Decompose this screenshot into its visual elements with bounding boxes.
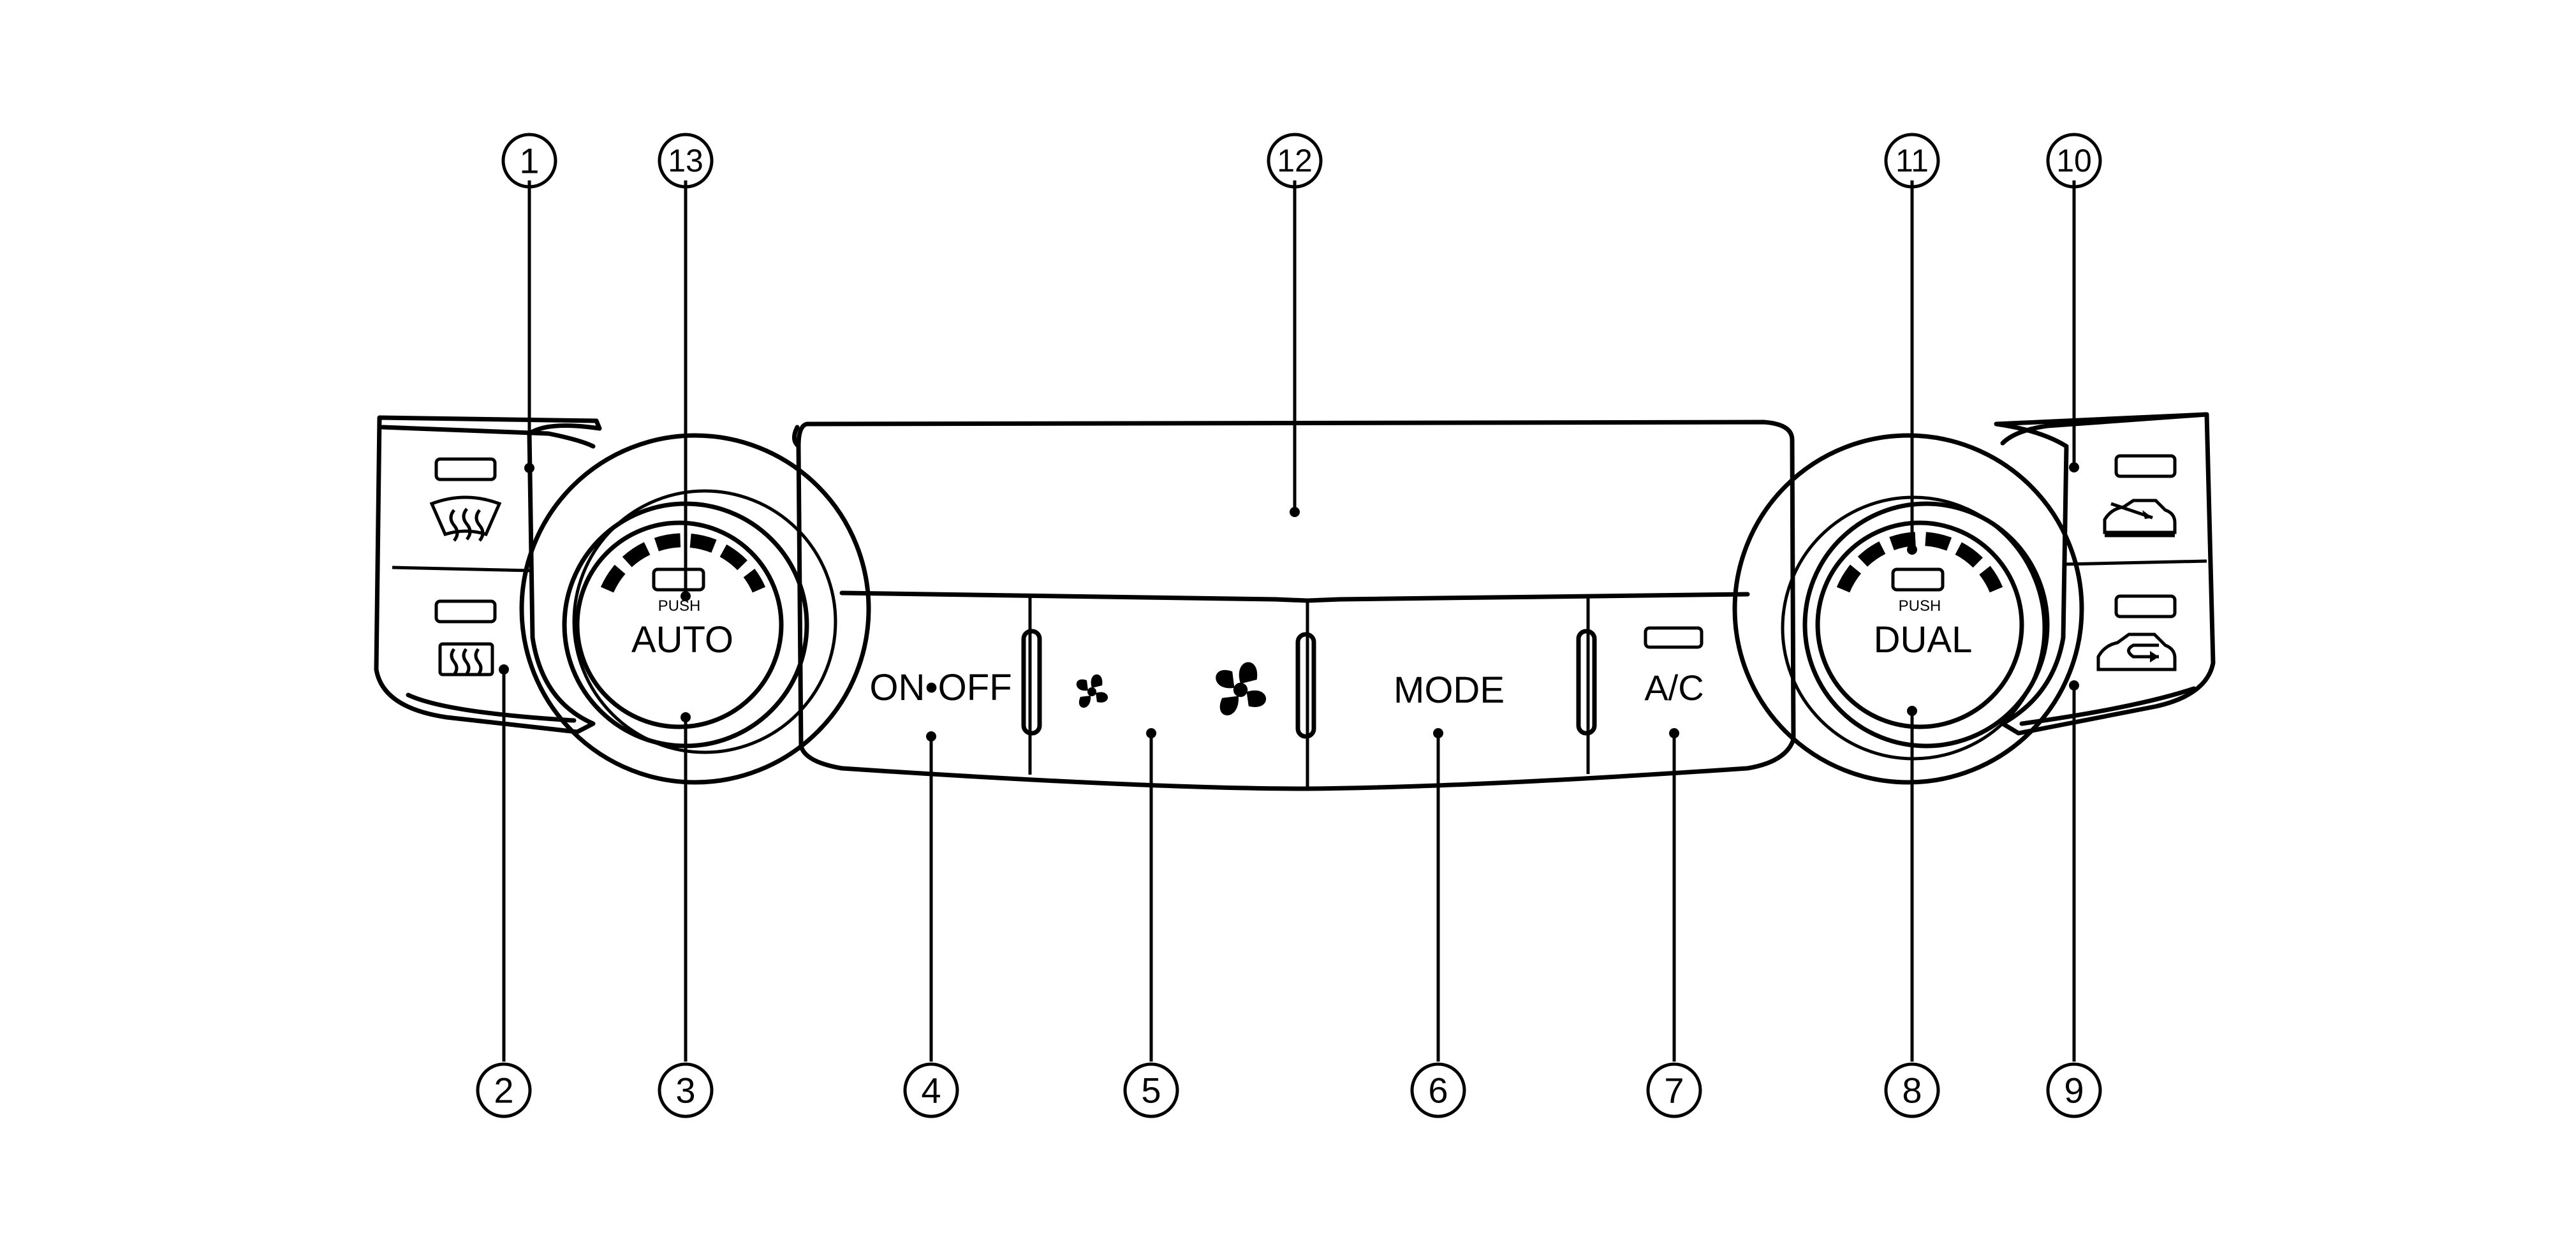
svg-text:5: 5 xyxy=(1141,1071,1161,1111)
on-off-label: ON•OFF xyxy=(869,667,1012,708)
svg-text:13: 13 xyxy=(668,143,703,179)
callout-leaders xyxy=(499,180,2079,1062)
front-defrost-indicator xyxy=(434,457,497,481)
svg-text:3: 3 xyxy=(675,1071,695,1111)
right-push-label: PUSH xyxy=(1899,597,1941,615)
dual-label: DUAL xyxy=(1874,619,1973,661)
callout-13: 13 xyxy=(658,133,714,189)
recirculation-icon[interactable] xyxy=(2096,632,2177,671)
front-defrost-icon[interactable] xyxy=(429,495,502,542)
svg-text:2: 2 xyxy=(494,1071,513,1111)
callout-8: 8 xyxy=(1884,1062,1940,1118)
callout-7: 7 xyxy=(1646,1062,1702,1118)
ac-indicator xyxy=(1644,626,1704,649)
left-switch-housing xyxy=(374,415,602,734)
ac-button[interactable]: A/C xyxy=(1644,626,1704,708)
right-switch-housing xyxy=(1994,412,2216,736)
callout-4: 4 xyxy=(903,1062,959,1118)
left-push-label: PUSH xyxy=(658,597,701,615)
callout-9: 9 xyxy=(2046,1062,2102,1118)
svg-text:10: 10 xyxy=(2056,143,2092,179)
fan-high-icon[interactable] xyxy=(1216,662,1267,715)
callout-1: 1 xyxy=(501,133,557,189)
ac-label: A/C xyxy=(1644,668,1704,708)
callout-10: 10 xyxy=(2046,133,2102,189)
callout-6: 6 xyxy=(1410,1062,1466,1118)
callout-3: 3 xyxy=(658,1062,714,1118)
svg-text:1: 1 xyxy=(519,141,539,181)
callout-11: 11 xyxy=(1884,133,1940,189)
svg-text:9: 9 xyxy=(2064,1071,2084,1111)
svg-text:7: 7 xyxy=(1664,1071,1684,1111)
left-temperature-scale xyxy=(600,533,766,593)
rear-defrost-indicator xyxy=(434,599,497,624)
auto-label: AUTO xyxy=(631,619,733,661)
callout-12: 12 xyxy=(1267,133,1323,189)
fan-speed-control[interactable] xyxy=(1076,662,1267,715)
right-temperature-scale xyxy=(1836,532,2003,593)
outside-air-icon[interactable] xyxy=(2103,499,2177,537)
auto-indicator xyxy=(652,567,705,592)
callout-5: 5 xyxy=(1123,1062,1179,1118)
center-panel xyxy=(792,420,1796,791)
svg-text:4: 4 xyxy=(921,1071,941,1111)
left-temperature-knob[interactable]: PUSH AUTO xyxy=(519,433,871,785)
rear-defrost-icon[interactable] xyxy=(438,642,494,676)
mode-label: MODE xyxy=(1394,669,1505,711)
right-temperature-knob[interactable]: PUSH DUAL xyxy=(1732,433,2084,785)
svg-text:11: 11 xyxy=(1895,143,1929,179)
mode-button[interactable]: MODE xyxy=(1339,638,1569,733)
fan-low-icon[interactable] xyxy=(1076,674,1108,708)
svg-text:8: 8 xyxy=(1902,1071,1922,1111)
outside-air-indicator xyxy=(2114,454,2177,478)
callout-2: 2 xyxy=(476,1062,532,1118)
svg-text:12: 12 xyxy=(1277,143,1313,179)
svg-text:6: 6 xyxy=(1428,1071,1448,1111)
recirculation-indicator xyxy=(2114,594,2177,618)
on-off-button[interactable]: ON•OFF xyxy=(848,638,1014,733)
dual-indicator xyxy=(1891,567,1945,592)
